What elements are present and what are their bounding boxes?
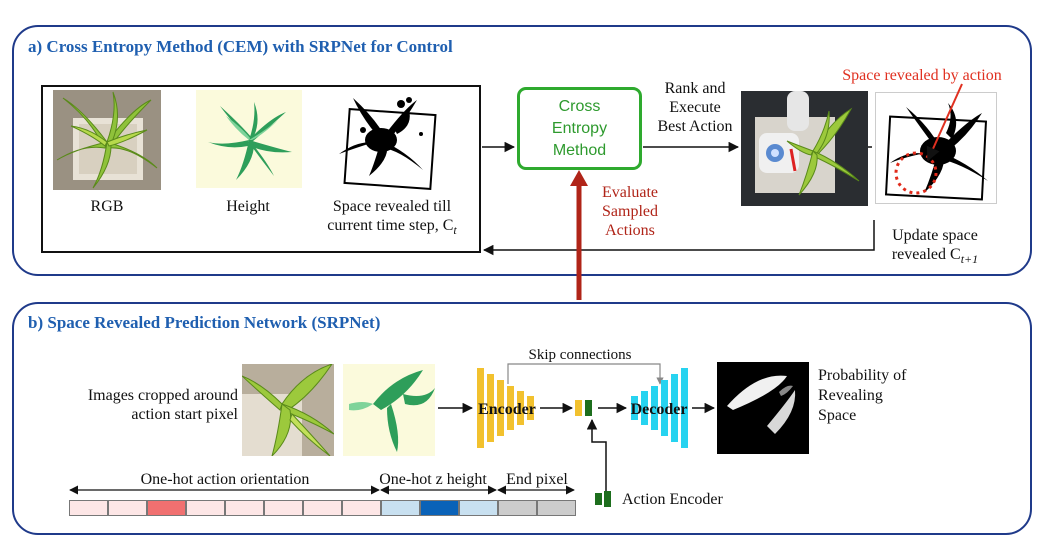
images-cropped-label: Images cropped around action start pixel — [48, 386, 238, 424]
probability-line-1: Probability of — [818, 367, 907, 384]
evaluate-line-2: Sampled — [602, 203, 658, 220]
orientation-cell — [147, 500, 186, 516]
panel-a-title: a) Cross Entropy Method (CEM) with SRPNe… — [28, 37, 453, 56]
cem-line-1: Cross — [558, 98, 601, 115]
update-line-2: revealed Ct+1 — [880, 245, 990, 269]
z-height-cell — [459, 500, 498, 516]
result-map-image — [875, 92, 997, 204]
probability-label: Probability of Revealing Space — [818, 366, 938, 426]
skip-connections-label: Skip connections — [528, 347, 632, 363]
orientation-cell — [186, 500, 225, 516]
decoder-label: Decoder — [630, 401, 688, 418]
onehot-z-label: One-hot z height — [379, 471, 487, 488]
panel-srpnet — [12, 302, 1032, 535]
update-space-label: Update space revealed Ct+1 — [880, 226, 990, 269]
orientation-cell — [108, 500, 147, 516]
orientation-cell — [342, 500, 381, 516]
end-pixel-cell — [537, 500, 576, 516]
probability-line-3: Space — [818, 407, 857, 424]
orientation-cell — [303, 500, 342, 516]
cropped-rgb-image — [242, 364, 334, 456]
cropped-line-2: action start pixel — [131, 406, 238, 423]
orientation-cell — [264, 500, 303, 516]
space-revealed-subscript: t — [453, 223, 457, 238]
input-group-box — [41, 85, 481, 253]
evaluate-label: Evaluate Sampled Actions — [590, 183, 670, 240]
space-revealed-text: Space revealed till current time step, C — [327, 198, 454, 234]
cropped-line-1: Images cropped around — [87, 387, 238, 404]
update-subscript: t+1 — [960, 252, 979, 267]
space-revealed-label: Space revealed till current time step, C… — [312, 197, 472, 240]
evaluate-line-3: Actions — [605, 222, 655, 239]
cem-box: Cross Entropy Method — [517, 87, 642, 170]
height-label: Height — [226, 198, 270, 215]
cem-line-2: Entropy — [551, 120, 608, 137]
end-pixel-cell — [498, 500, 537, 516]
panel-b-title: b) Space Revealed Prediction Network (SR… — [28, 313, 381, 332]
cropped-height-image — [343, 364, 435, 456]
cem-line-3: Method — [552, 142, 607, 159]
probability-map-image — [717, 362, 809, 454]
evaluate-line-1: Evaluate — [602, 184, 658, 201]
orientation-cell — [225, 500, 264, 516]
action-encoder-label: Action Encoder — [622, 491, 723, 508]
robot-execution-image — [741, 91, 868, 206]
height-map-image — [196, 90, 302, 188]
z-height-cell — [381, 500, 420, 516]
space-by-action-label: Space revealed by action — [842, 67, 1002, 84]
update-line-2-text: revealed C — [891, 246, 961, 263]
update-line-1: Update space — [892, 227, 978, 244]
space-revealed-image — [333, 90, 443, 190]
rank-line-1: Rank and — [664, 80, 726, 97]
probability-line-2: Revealing — [818, 387, 883, 404]
rank-execute-label: Rank and Execute Best Action — [645, 79, 745, 136]
rgb-label: RGB — [90, 198, 124, 215]
rank-line-3: Best Action — [657, 118, 733, 135]
z-height-cell — [420, 500, 459, 516]
onehot-orientation-label: One-hot action orientation — [140, 471, 310, 488]
encoder-label: Encoder — [478, 401, 536, 418]
orientation-cell — [69, 500, 108, 516]
panel-cem-control — [12, 25, 1032, 276]
end-pixel-label: End pixel — [506, 471, 568, 488]
rgb-plant-image — [53, 90, 161, 190]
rank-line-2: Execute — [669, 99, 721, 116]
